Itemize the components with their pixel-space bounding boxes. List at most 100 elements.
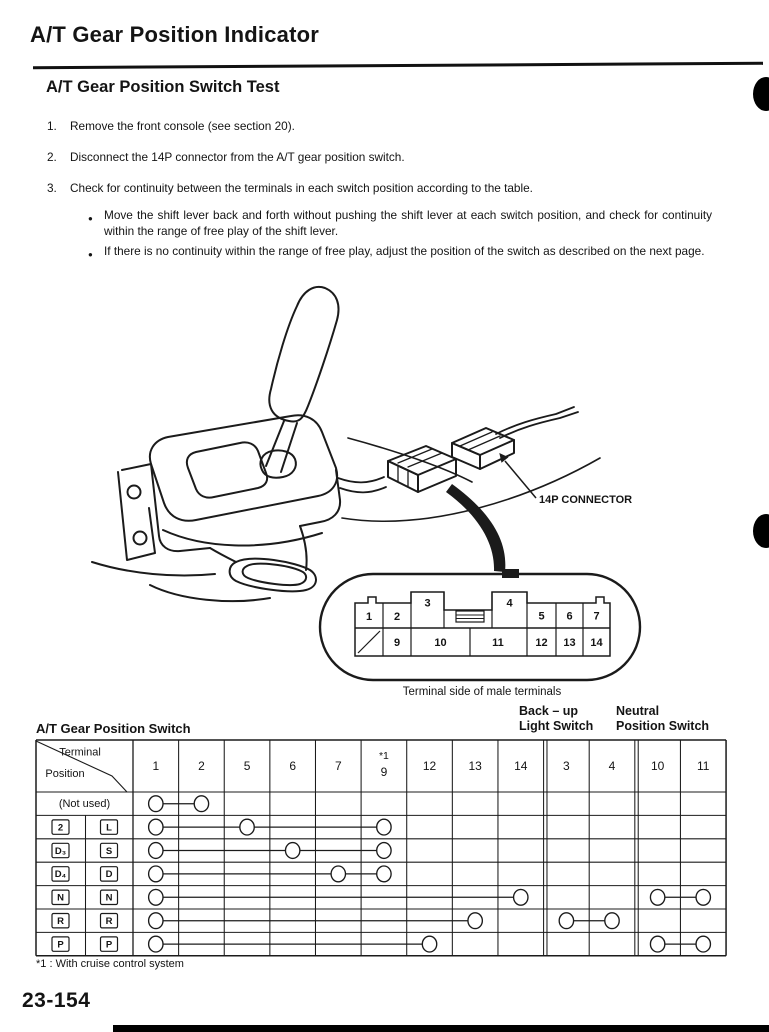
neutral-position-switch-label: Neutral Position Switch — [616, 704, 710, 733]
gear-position-box — [99, 936, 119, 952]
continuity-terminal-circle — [147, 865, 164, 883]
pin-number: 13 — [563, 637, 575, 649]
gear-position-box-label: P — [57, 939, 64, 950]
gear-position-box — [51, 889, 70, 906]
step-number: 3. — [47, 181, 57, 195]
shift-lever-illustration — [91, 286, 601, 603]
step-text: Remove the front console (see section 20… — [70, 119, 295, 133]
continuity-terminal-circle — [649, 888, 666, 906]
bullet-icon: ● — [88, 250, 93, 260]
gear-position-box — [51, 936, 70, 952]
pinout-diagram — [318, 569, 642, 682]
continuity-terminal-circle — [193, 795, 210, 813]
column-header: 5 — [244, 759, 251, 773]
pin-number: 1 — [366, 611, 372, 623]
binder-hole-mark — [753, 514, 769, 548]
gear-position-box — [99, 819, 119, 835]
continuity-terminal-circle — [512, 888, 529, 906]
column-header: 14 — [514, 759, 528, 773]
unused-pin-slash — [357, 630, 381, 654]
step-number: 1. — [47, 119, 57, 133]
pin-number: 4 — [506, 597, 513, 609]
column-header: 7 — [335, 759, 342, 773]
continuity-terminal-circle — [376, 841, 392, 860]
continuity-terminal-circle — [467, 912, 484, 930]
pin-number: 10 — [434, 637, 446, 649]
column-header: 2 — [198, 759, 205, 773]
continuity-terminal-circle — [558, 912, 575, 930]
table-footnote: *1 : With cruise control system — [36, 958, 184, 970]
gear-position-box-label: N — [106, 893, 113, 904]
bullet-text: If there is no continuity within the ran… — [104, 244, 705, 259]
backup-light-switch-label: Back – up Light Switch — [519, 704, 594, 733]
connector-drawing — [387, 406, 579, 493]
column-header: 11 — [697, 759, 710, 773]
pin-number: 11 — [492, 637, 504, 649]
gear-position-box-label: R — [106, 916, 113, 927]
column-header: 1 — [152, 759, 159, 773]
step-number: 2. — [47, 150, 57, 164]
pin-number: 7 — [593, 610, 599, 622]
continuity-terminal-circle — [695, 935, 712, 953]
column-header: 6 — [289, 759, 296, 773]
bullet-item: ● Move the shift lever back and forth wi… — [88, 208, 712, 239]
pin-number: 3 — [424, 597, 430, 609]
continuity-terminal-circle — [695, 888, 712, 906]
column-header: 4 — [609, 759, 616, 773]
corner-diagonal — [35, 740, 128, 793]
bullet-item: ● If there is no continuity within the r… — [88, 244, 712, 263]
row-label: (Not used) — [59, 798, 110, 810]
gear-position-box-label: L — [106, 822, 112, 833]
continuity-terminal-circle — [284, 841, 301, 860]
gear-position-box — [99, 912, 119, 929]
section-title: A/T Gear Position Switch Test — [46, 78, 280, 96]
pinout-caption: Terminal side of male terminals — [403, 686, 562, 698]
continuity-terminal-circle — [147, 795, 164, 813]
pin-number: 9 — [394, 637, 400, 649]
binder-hole-mark — [753, 77, 769, 111]
table-title: A/T Gear Position Switch — [36, 721, 191, 736]
continuity-terminal-circle — [421, 935, 438, 953]
continuity-terminal-circle — [147, 912, 164, 930]
page-title: A/T Gear Position Indicator — [30, 22, 319, 47]
step-item: 3. Check for continuity between the term… — [47, 181, 727, 195]
continuity-terminal-circle — [604, 912, 620, 930]
continuity-terminal-circle — [376, 865, 392, 883]
continuity-terminal-circle — [649, 935, 666, 953]
continuity-terminal-circle — [147, 935, 164, 953]
gear-position-box-label: S — [106, 846, 112, 857]
pin-number: 6 — [566, 610, 572, 622]
gear-position-box-label: R — [57, 916, 64, 927]
gear-position-box-label: D₃ — [55, 846, 66, 857]
gear-position-box-label: N — [57, 893, 64, 904]
column-note: *1 — [379, 750, 389, 762]
gear-position-box — [51, 866, 70, 882]
gear-position-box-label: D₄ — [55, 869, 67, 880]
bullet-icon: ● — [88, 214, 93, 223]
gear-position-box — [51, 842, 70, 859]
gear-position-box — [99, 842, 119, 859]
connector-label-arrow — [499, 453, 537, 499]
step-text: Check for continuity between the termina… — [70, 181, 533, 195]
gear-position-box-label: P — [106, 939, 113, 950]
gear-position-box-label: 2 — [58, 822, 63, 833]
column-header: 9 — [381, 765, 388, 779]
gear-position-box — [99, 889, 119, 906]
page-edge-bar — [113, 1025, 769, 1032]
column-header: 10 — [651, 759, 665, 773]
corner-position-label: Position — [45, 768, 84, 780]
gear-position-box — [99, 866, 119, 882]
continuity-terminal-circle — [147, 818, 164, 836]
continuity-terminal-circle — [147, 888, 164, 906]
pin-number: 2 — [394, 611, 400, 623]
continuity-terminal-circle — [376, 818, 392, 836]
bullet-text: Move the shift lever back and forth with… — [104, 208, 712, 238]
corner-terminal-label: Terminal — [59, 746, 101, 758]
column-header: 12 — [423, 759, 437, 773]
gear-position-box — [51, 819, 70, 835]
step-text: Disconnect the 14P connector from the A/… — [70, 150, 405, 164]
